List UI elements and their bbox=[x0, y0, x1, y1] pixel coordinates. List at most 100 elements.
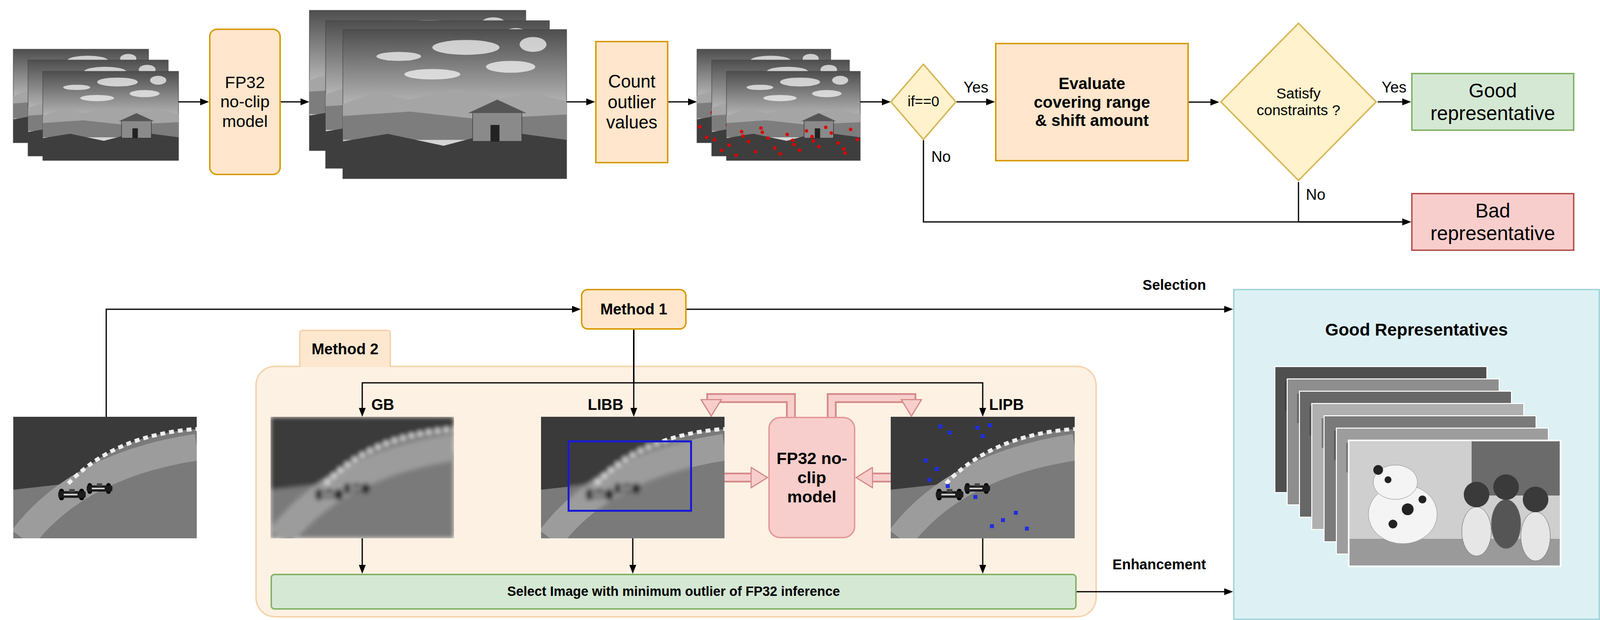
photo-cloud bbox=[780, 77, 821, 87]
node-label: Evaluate covering range & shift amount bbox=[1027, 74, 1156, 131]
photo-cloud bbox=[763, 94, 797, 102]
connector-line bbox=[1188, 101, 1211, 103]
car-cockpit bbox=[624, 483, 630, 486]
diamond-shape bbox=[1220, 23, 1377, 181]
photo-clip bbox=[541, 416, 725, 539]
outlier-pixel bbox=[848, 127, 853, 132]
car-stripe bbox=[63, 493, 78, 495]
photo-clip bbox=[890, 416, 1075, 539]
outlier-pixel bbox=[785, 132, 789, 137]
photo-sky bbox=[42, 71, 179, 161]
outlier-pixel bbox=[790, 138, 795, 142]
image-panel: LIPB bbox=[890, 416, 1075, 539]
photo-clip bbox=[270, 416, 454, 539]
photo-curb bbox=[596, 441, 692, 484]
node-label: Method 2 bbox=[311, 340, 379, 359]
photo-car bbox=[935, 488, 964, 501]
photo-spot bbox=[1418, 495, 1427, 504]
image-heading: GB bbox=[371, 395, 395, 414]
outlier-pixel bbox=[741, 134, 745, 138]
edge-label-box: Enhancement bbox=[1112, 556, 1207, 573]
node-label: Good representative bbox=[1418, 79, 1567, 125]
connector bbox=[686, 308, 1225, 310]
connector-line bbox=[1076, 590, 1225, 593]
process-box: Evaluate covering range & shift amount bbox=[995, 42, 1189, 162]
perturbed-pixel bbox=[1025, 526, 1029, 531]
photo-rocks bbox=[342, 133, 567, 179]
decision-diamond: Satisfy constraints ? bbox=[1219, 21, 1378, 182]
node-label: Method 1 bbox=[600, 300, 667, 319]
outlier-pixel bbox=[836, 141, 841, 145]
photo-content bbox=[541, 416, 725, 539]
photo bbox=[270, 416, 454, 539]
connector bbox=[632, 538, 634, 565]
perturbed-pixel bbox=[980, 434, 985, 439]
node-label: LIBB bbox=[587, 395, 624, 414]
car-cockpit bbox=[974, 483, 980, 486]
selection-box: Select Image with minimum outlier of FP3… bbox=[270, 573, 1077, 610]
outlier-pixel bbox=[697, 124, 702, 129]
node-label: FP32 no-clip model bbox=[775, 448, 848, 507]
outlier-pixel bbox=[842, 147, 846, 151]
edge-label: No bbox=[931, 148, 951, 166]
perturbed-pixel bbox=[923, 458, 928, 463]
image-panel: GB bbox=[270, 416, 454, 539]
node-label: Bad representative bbox=[1418, 199, 1567, 245]
image-heading: LIPB bbox=[989, 395, 1025, 414]
photo-content bbox=[890, 416, 1075, 539]
photo-curb bbox=[68, 428, 197, 484]
photo-asphalt bbox=[890, 416, 1075, 539]
car-cockpit bbox=[69, 488, 75, 493]
car-cockpit bbox=[624, 483, 630, 486]
perturbed-pixel bbox=[988, 422, 993, 427]
connector-line bbox=[873, 474, 891, 481]
edge-label-box: Selection bbox=[1142, 276, 1207, 294]
perturbed-pixel bbox=[947, 430, 952, 435]
photo-spot bbox=[1384, 476, 1392, 484]
edge-label: Selection bbox=[1142, 276, 1207, 294]
flow-arrow bbox=[668, 101, 689, 103]
photo-house bbox=[121, 120, 152, 139]
result-box: Good representative bbox=[1411, 72, 1575, 131]
photo-track bbox=[22, 447, 197, 539]
photo-cloud bbox=[519, 36, 547, 52]
perturbed-pixel bbox=[1000, 517, 1005, 522]
connector bbox=[711, 397, 791, 417]
connector bbox=[724, 477, 751, 478]
photo-roof bbox=[468, 99, 527, 113]
connector-line bbox=[831, 397, 912, 417]
car-stripe bbox=[591, 493, 606, 495]
photo-child-body bbox=[1491, 499, 1521, 549]
photo-sky bbox=[726, 71, 861, 161]
photo-frame bbox=[1348, 440, 1561, 567]
connector bbox=[956, 101, 987, 102]
image-heading: LIBB bbox=[587, 395, 624, 414]
photo-asphalt bbox=[13, 416, 197, 539]
photo bbox=[541, 416, 725, 539]
connector bbox=[873, 477, 891, 478]
outlier-pixel bbox=[823, 125, 828, 129]
perturbed-pixel bbox=[945, 483, 950, 488]
photo-curb bbox=[945, 428, 1075, 484]
edge-label-box: Yes bbox=[1381, 78, 1407, 97]
outlier-pixel bbox=[704, 135, 709, 139]
node-label: Count outlier values bbox=[602, 71, 662, 133]
connector-outline bbox=[873, 472, 891, 483]
outlier-pixel bbox=[804, 128, 809, 133]
connector bbox=[362, 538, 363, 565]
connector bbox=[1298, 181, 1403, 222]
photo-content bbox=[270, 416, 454, 539]
connector-outline bbox=[831, 397, 912, 417]
photo-cloud bbox=[485, 60, 536, 73]
connector bbox=[1377, 101, 1403, 103]
outlier-pixel bbox=[753, 150, 757, 154]
car-stripe bbox=[321, 493, 335, 495]
connector-line bbox=[1298, 181, 1403, 222]
photo-car bbox=[964, 483, 991, 494]
flow-arrow bbox=[566, 101, 587, 103]
photo-cloud bbox=[432, 39, 500, 55]
photo-content bbox=[568, 441, 692, 511]
edge-label: Yes bbox=[963, 78, 989, 97]
photo-car bbox=[614, 483, 640, 494]
photo-child-body bbox=[1520, 511, 1551, 561]
